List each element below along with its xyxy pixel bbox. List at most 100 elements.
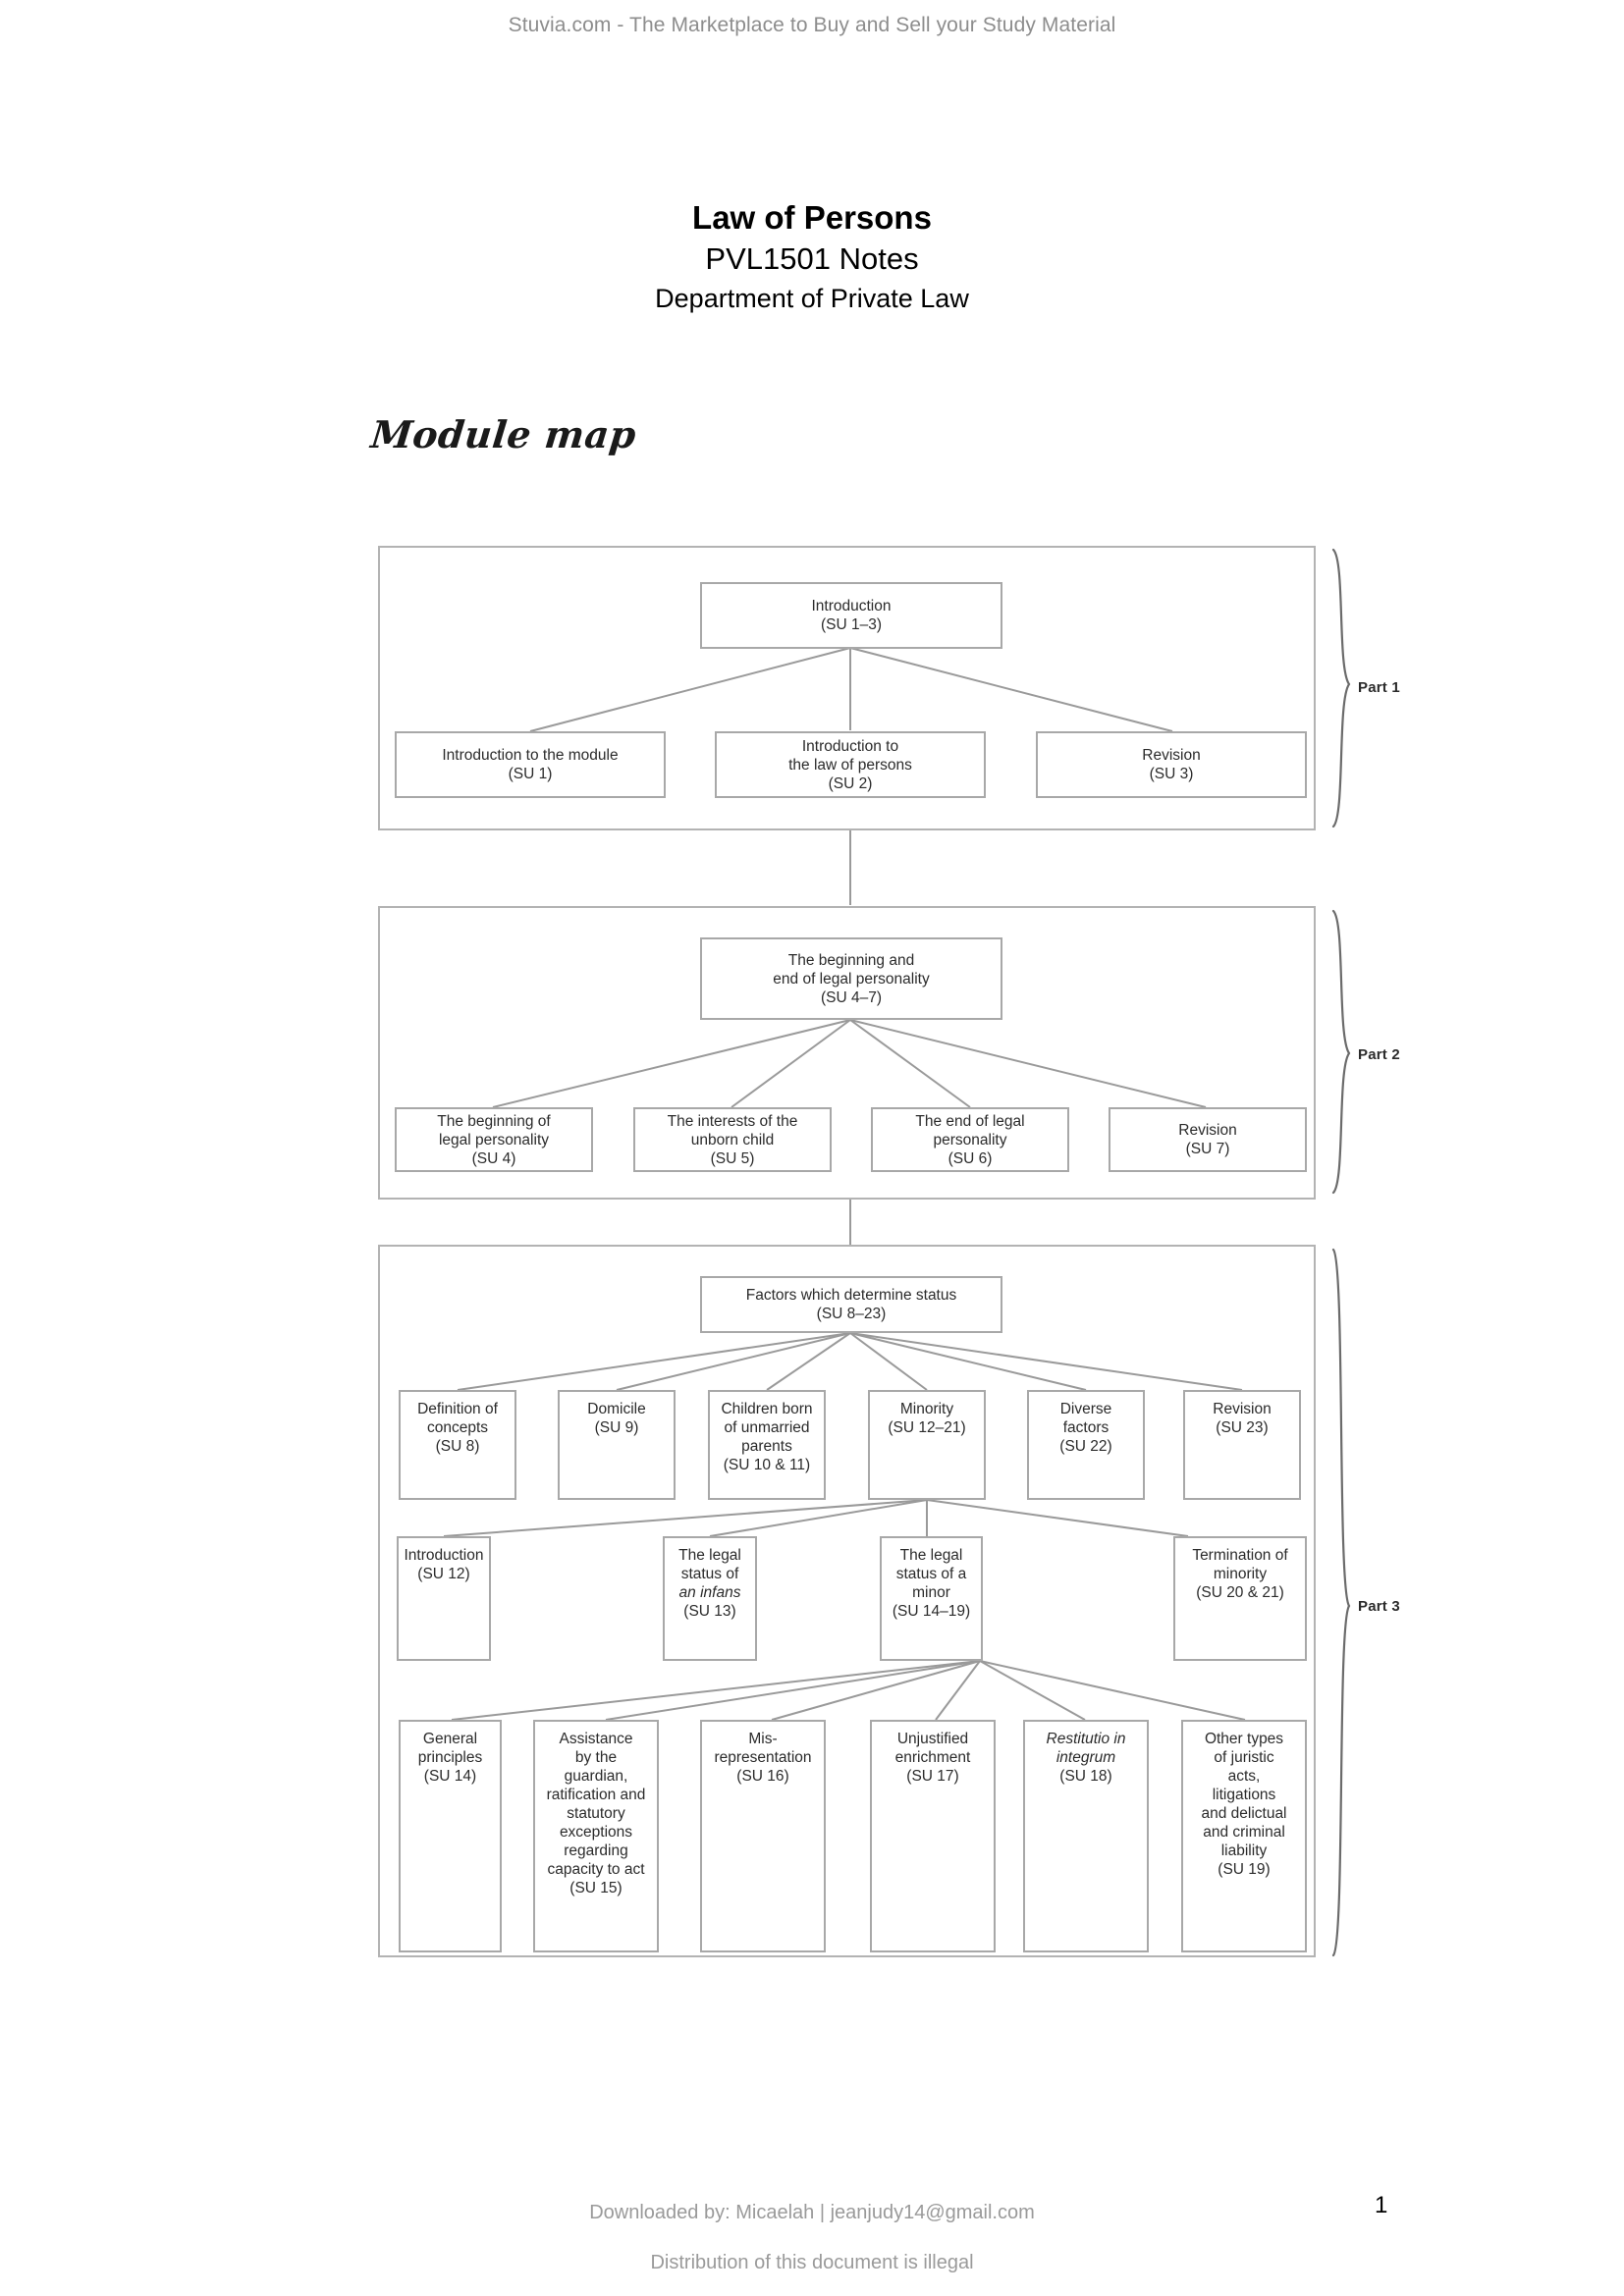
node-part3-r1-c2[interactable]: Domicile (SU 9)	[558, 1390, 676, 1500]
node-part3-r3-c4[interactable]: Unjustified enrichment (SU 17)	[870, 1720, 996, 1952]
node-line: (SU 18)	[1059, 1768, 1112, 1785]
node-line: The legal	[678, 1547, 741, 1564]
part-3-label: Part 3	[1358, 1598, 1400, 1615]
node-part3-r1-c5[interactable]: Diverse factors (SU 22)	[1027, 1390, 1145, 1500]
node-line: ratification and	[546, 1787, 646, 1803]
brace-part-3	[1331, 1248, 1351, 1957]
node-line: enrichment	[894, 1749, 971, 1766]
node-line: minor	[912, 1584, 950, 1601]
node-part3-r2-c3[interactable]: The legal status of a minor (SU 14–19)	[880, 1536, 983, 1661]
part-3-container	[378, 1245, 1316, 1957]
node-part3-r1-c6[interactable]: Revision (SU 23)	[1183, 1390, 1301, 1500]
node-line: (SU 7)	[1185, 1141, 1230, 1157]
node-line: by the	[574, 1749, 618, 1766]
node-line: (SU 12–21)	[888, 1419, 966, 1436]
node-line: of juristic	[1214, 1749, 1274, 1766]
node-line: and criminal	[1203, 1824, 1285, 1841]
node-line: regarding	[564, 1842, 628, 1859]
node-line: (SU 8–23)	[816, 1306, 887, 1322]
node-part1-root[interactable]: Introduction (SU 1–3)	[700, 582, 1002, 649]
node-line: (SU 2)	[828, 774, 873, 792]
node-line: Termination of	[1192, 1547, 1288, 1564]
stuvia-watermark-header: Stuvia.com - The Marketplace to Buy and …	[508, 14, 1116, 36]
node-part3-r3-c3[interactable]: Mis- representation (SU 16)	[700, 1720, 826, 1952]
part-1-label: Part 1	[1358, 679, 1400, 696]
node-line: and delictual	[1201, 1805, 1287, 1822]
node-line: (SU 3)	[1149, 766, 1194, 782]
node-part3-r3-c6[interactable]: Other types of juristic acts, litigation…	[1181, 1720, 1307, 1952]
node-line: liability	[1220, 1842, 1268, 1859]
node-part3-r3-c2[interactable]: Assistance by the guardian, ratification…	[533, 1720, 659, 1952]
node-line: (SU 14–19)	[892, 1603, 971, 1620]
node-part3-r1-c3[interactable]: Children born of unmarried parents (SU 1…	[708, 1390, 826, 1500]
module-map-heading: Module map	[368, 412, 639, 456]
node-line: factors	[1062, 1419, 1110, 1436]
node-part3-root[interactable]: Factors which determine status (SU 8–23)	[700, 1276, 1002, 1333]
node-line: The beginning and	[787, 951, 915, 969]
node-part3-r1-c1[interactable]: Definition of concepts (SU 8)	[399, 1390, 516, 1500]
node-line: (SU 10 & 11)	[723, 1457, 811, 1473]
node-line: (SU 8)	[435, 1438, 480, 1455]
node-line: (SU 23)	[1216, 1419, 1269, 1436]
page-number: 1	[1375, 2192, 1388, 2218]
node-part2-child-4[interactable]: Revision (SU 7)	[1109, 1107, 1307, 1172]
node-line: (SU 1)	[508, 766, 553, 782]
node-part3-r3-c1[interactable]: General principles (SU 14)	[399, 1720, 502, 1952]
node-part1-child-3[interactable]: Revision (SU 3)	[1036, 731, 1307, 798]
node-line: Diverse	[1059, 1401, 1112, 1417]
page-title: Law of Persons	[692, 199, 932, 236]
node-line: Mis-	[748, 1731, 778, 1747]
node-line: capacity to act	[547, 1861, 645, 1878]
node-line: Introduction to	[801, 737, 899, 755]
node-line: (SU 16)	[736, 1768, 789, 1785]
node-part1-child-1[interactable]: Introduction to the module (SU 1)	[395, 731, 666, 798]
brace-part-2	[1331, 909, 1351, 1195]
node-part2-root[interactable]: The beginning and end of legal personali…	[700, 937, 1002, 1020]
node-line: statutory	[567, 1805, 625, 1822]
node-line: Unjustified	[896, 1731, 969, 1747]
node-line: (SU 6)	[947, 1149, 993, 1167]
node-line: General	[422, 1731, 478, 1747]
department-label: Department of Private Law	[655, 284, 969, 313]
node-line: Factors which determine status	[745, 1287, 957, 1304]
node-line: concepts	[426, 1419, 489, 1436]
node-line: Introduction to the module	[442, 747, 619, 764]
node-line: (SU 1–3)	[820, 616, 883, 633]
node-part1-child-2[interactable]: Introduction to the law of persons (SU 2…	[715, 731, 986, 798]
node-line: (SU 20 & 21)	[1196, 1584, 1284, 1601]
node-line: Children born	[721, 1401, 813, 1417]
node-line: Revision	[1178, 1122, 1237, 1139]
page-subtitle: PVL1501 Notes	[705, 241, 919, 276]
node-line: The end of legal	[915, 1112, 1025, 1130]
node-line: of unmarried	[724, 1419, 810, 1436]
node-line: Revision	[1142, 747, 1201, 764]
node-line: the law of persons	[788, 756, 912, 774]
node-part3-r1-c4[interactable]: Minority (SU 12–21)	[868, 1390, 986, 1500]
node-line: The beginning of	[437, 1112, 551, 1130]
title-block: Law of Persons PVL1501 Notes Department …	[0, 196, 1624, 317]
node-part3-r2-c1[interactable]: Introduction (SU 12)	[397, 1536, 491, 1661]
node-line: (SU 15)	[569, 1880, 623, 1896]
node-line: exceptions	[559, 1824, 633, 1841]
node-line-italic: an infans	[678, 1584, 741, 1601]
node-part3-r3-c5[interactable]: Restitutio in integrum (SU 18)	[1023, 1720, 1149, 1952]
node-line: Minority	[899, 1401, 954, 1417]
node-line-italic: Restitutio in	[1046, 1731, 1126, 1747]
node-part3-r2-c4[interactable]: Termination of minority (SU 20 & 21)	[1173, 1536, 1307, 1661]
node-line: status of a	[895, 1566, 967, 1582]
node-line: guardian,	[564, 1768, 628, 1785]
node-line: Definition of	[417, 1401, 498, 1417]
node-line: litigations	[1212, 1787, 1276, 1803]
node-line: (SU 12)	[417, 1566, 470, 1582]
node-part2-child-2[interactable]: The interests of the unborn child (SU 5)	[633, 1107, 832, 1172]
node-line: (SU 4–7)	[820, 988, 883, 1006]
node-line: (SU 9)	[594, 1419, 639, 1436]
node-part2-child-3[interactable]: The end of legal personality (SU 6)	[871, 1107, 1069, 1172]
node-line: end of legal personality	[773, 970, 930, 988]
node-part3-r2-c2[interactable]: The legal status of an infans (SU 13)	[663, 1536, 757, 1661]
part-2-container	[378, 906, 1316, 1200]
node-line: unborn child	[690, 1131, 775, 1148]
node-part2-child-1[interactable]: The beginning of legal personality (SU 4…	[395, 1107, 593, 1172]
node-line: The interests of the	[667, 1112, 798, 1130]
